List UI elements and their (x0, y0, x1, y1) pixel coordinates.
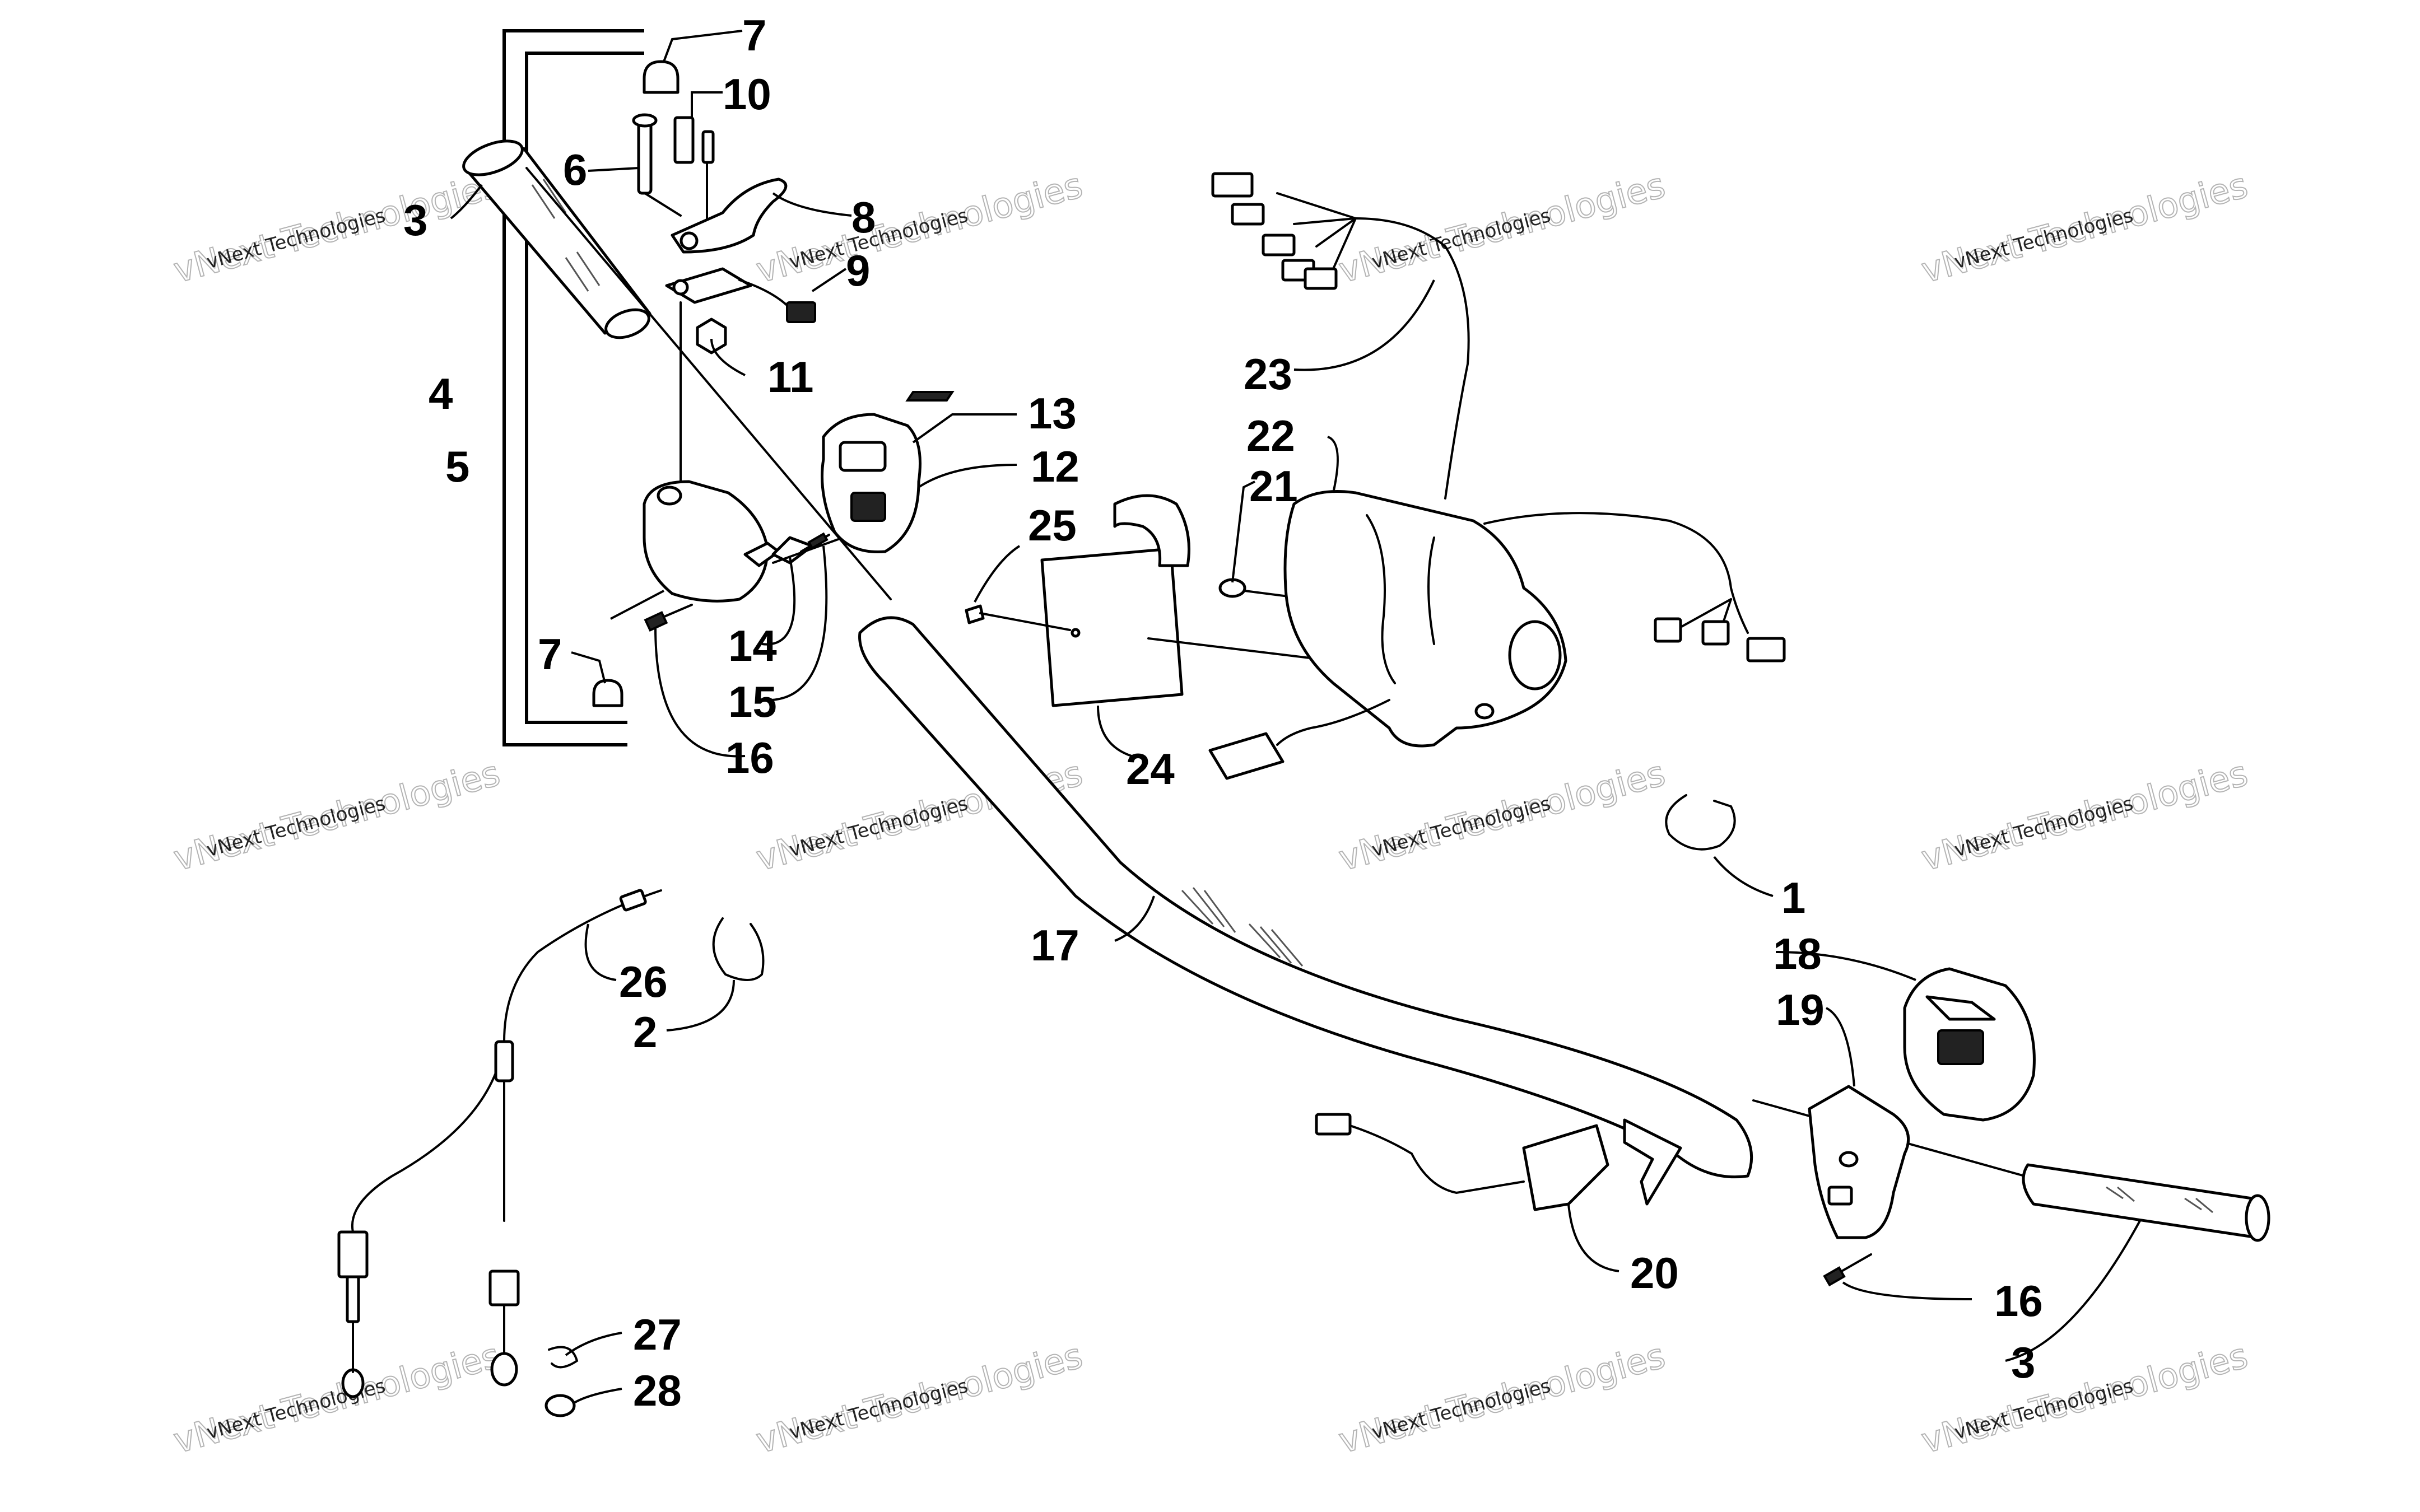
rubber-plug-top (643, 60, 680, 94)
clamp-2 (712, 917, 765, 981)
callout-1: 1 (1781, 873, 1805, 922)
center-housing (1283, 490, 1567, 748)
screw-15 (800, 532, 830, 553)
callout-7-bottom: 7 (538, 629, 562, 679)
pivot-pin (632, 113, 658, 195)
callout-23: 23 (1244, 349, 1292, 399)
screw-16-left (644, 604, 693, 632)
heater-harness (1315, 1113, 1682, 1211)
spring-pieces (673, 116, 715, 164)
handlebar-axis-line (525, 167, 892, 600)
clip-27 (548, 1346, 579, 1369)
rubber-plug-bottom (592, 679, 623, 707)
callout-21: 21 (1249, 461, 1298, 511)
pin-guide-line (644, 192, 682, 217)
callout-16-left: 16 (725, 733, 774, 782)
retaining-clip (696, 318, 727, 354)
callout-25: 25 (1028, 501, 1077, 550)
callout-14: 14 (728, 621, 777, 670)
callout-26: 26 (619, 957, 668, 1006)
callout-2: 2 (633, 1007, 657, 1057)
right-lower-housing (1808, 1085, 1910, 1239)
callout-3-left: 3 (403, 195, 427, 245)
callout-7-top: 7 (742, 11, 766, 60)
callout-16-right: 16 (1994, 1276, 2043, 1326)
callout-28: 28 (633, 1366, 682, 1415)
screw-16-right (1823, 1253, 1872, 1287)
callout-18: 18 (1773, 929, 1822, 978)
callout-19: 19 (1776, 985, 1825, 1034)
callout-10: 10 (723, 69, 771, 119)
callout-3-right: 3 (2011, 1338, 2035, 1387)
screw-25 (965, 604, 1071, 631)
callout-9: 9 (846, 246, 870, 295)
ring-28 (544, 1394, 576, 1417)
callout-24: 24 (1126, 744, 1175, 794)
clamp-1 (1665, 794, 1736, 851)
left-grip (462, 139, 651, 339)
callout-4: 4 (429, 369, 453, 418)
throttle-cable (337, 889, 662, 1398)
throttle-housing (643, 480, 780, 603)
callout-11: 11 (767, 352, 813, 402)
right-grip (2022, 1163, 2270, 1242)
callout-22: 22 (1246, 411, 1295, 460)
callout-5: 5 (445, 442, 469, 491)
right-switch-housing (1903, 967, 2036, 1122)
handlebar (858, 616, 1753, 1179)
watermark-layer: vNext Technologies vNext Technologies vN… (169, 164, 2253, 1462)
callout-15: 15 (728, 677, 777, 726)
switch-housing (821, 413, 922, 554)
callout-6: 6 (563, 145, 587, 194)
callout-17: 17 (1031, 921, 1079, 970)
callout-13: 13 (1028, 389, 1077, 438)
callout-8: 8 (851, 193, 876, 242)
callout-27: 27 (633, 1310, 682, 1359)
decal-13 (905, 391, 955, 402)
wiring-harness (1208, 172, 1786, 780)
throttle-lever (671, 161, 788, 254)
callout-labels: 1 2 3 3 4 5 6 7 7 8 9 10 11 12 13 14 15 … (403, 11, 2043, 1415)
leader-lines (450, 30, 2141, 1404)
callout-20: 20 (1630, 1248, 1679, 1298)
mounting-plate (665, 267, 816, 323)
cover-plate (1040, 494, 1190, 707)
assembly-bracket-5 (525, 52, 644, 724)
assembly-bracket-4 (502, 29, 644, 746)
callout-12: 12 (1031, 442, 1079, 491)
